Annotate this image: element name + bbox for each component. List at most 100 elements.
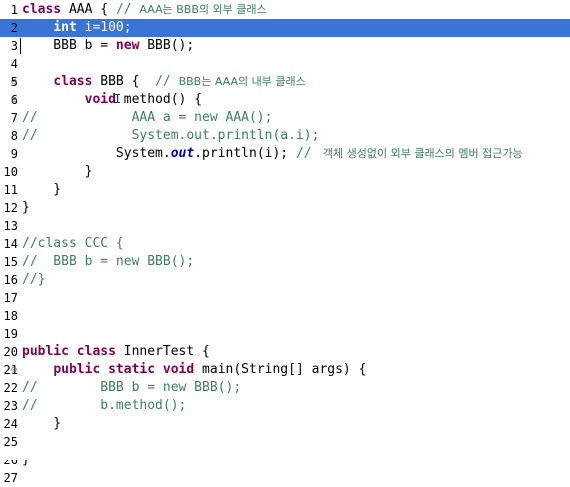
code-text: } bbox=[22, 163, 93, 181]
code-token: } bbox=[22, 416, 62, 431]
code-token: InnerTest { bbox=[115, 344, 210, 359]
code-text: int i=100; bbox=[22, 19, 132, 37]
code-token: BBB(); bbox=[139, 38, 195, 53]
code-line[interactable]: 7// AAA a = new AAA(); bbox=[0, 109, 570, 127]
code-token: // System.out.println(a.i); bbox=[22, 128, 320, 143]
code-line[interactable]: 21⊖ public static void main(String[] arg… bbox=[0, 361, 570, 379]
fold-toggle-icon[interactable]: ⊖ bbox=[10, 77, 18, 86]
code-token: static bbox=[108, 362, 156, 377]
line-number: 5 bbox=[10, 75, 18, 89]
code-token: System. bbox=[22, 146, 171, 161]
code-token: //} bbox=[22, 272, 46, 287]
code-token bbox=[22, 20, 53, 35]
line-number: 3 bbox=[10, 39, 18, 53]
code-token: //class CCC { bbox=[22, 236, 124, 251]
code-token: public bbox=[22, 344, 69, 359]
code-token: BBB b = bbox=[22, 38, 116, 53]
code-token: public bbox=[53, 362, 101, 377]
code-text: void method() { bbox=[22, 91, 202, 109]
code-token: } bbox=[22, 200, 30, 215]
code-line[interactable]: 15// BBB b = new BBB(); bbox=[0, 253, 570, 271]
code-token: int bbox=[53, 20, 77, 35]
code-line[interactable]: 6⊖ void method() {I bbox=[0, 91, 570, 109]
line-number: 6 bbox=[10, 93, 18, 107]
code-line[interactable]: 22 // BBB b = new BBB(); bbox=[0, 379, 570, 397]
code-token: 객체 생성없이 외부 클래스의 멤버 접근가능 bbox=[319, 147, 523, 160]
code-token: .println(i); bbox=[194, 146, 296, 161]
code-line[interactable]: 18 bbox=[0, 307, 570, 325]
code-line[interactable]: 20 public class InnerTest { bbox=[0, 343, 570, 361]
code-line[interactable]: 2 int i=100; bbox=[0, 19, 570, 37]
code-line[interactable]: 13 bbox=[0, 217, 570, 235]
code-line[interactable]: 19 bbox=[0, 325, 570, 343]
code-token bbox=[100, 362, 108, 377]
code-text: // AAA a = new AAA(); bbox=[22, 109, 272, 127]
code-text: class BBB { // BBB는 AAA의 내부 클래스 bbox=[22, 73, 306, 91]
code-line[interactable]: 5⊖ class BBB { // BBB는 AAA의 내부 클래스 bbox=[0, 73, 570, 91]
code-text: // BBB b = new BBB(); bbox=[22, 253, 194, 271]
code-token: // bbox=[295, 146, 320, 161]
code-text: } bbox=[22, 415, 61, 433]
code-token: // BBB b = new BBB(); bbox=[22, 254, 195, 269]
code-text: class AAA { // AAA는 BBB의 외부 클래스 bbox=[22, 1, 267, 19]
code-text: } bbox=[22, 181, 61, 199]
code-token: class bbox=[53, 74, 93, 89]
code-token: i= bbox=[76, 20, 101, 35]
code-line[interactable]: 17 bbox=[0, 289, 570, 307]
code-line[interactable]: 23// b.method(); bbox=[0, 397, 570, 415]
fold-toggle-icon[interactable]: ⊖ bbox=[10, 95, 18, 104]
line-number: 22 bbox=[3, 381, 18, 395]
line-number: 8 bbox=[10, 129, 18, 143]
code-token: method() { bbox=[115, 92, 203, 107]
code-text: System.out.println(i); // 객체 생성없이 외부 클래스… bbox=[22, 145, 523, 163]
line-number: 19 bbox=[3, 327, 18, 341]
code-text: //class CCC { bbox=[22, 235, 124, 253]
code-token: // bbox=[115, 2, 140, 17]
code-line[interactable]: 24 } bbox=[0, 415, 570, 433]
code-token: ; bbox=[123, 20, 132, 35]
code-line[interactable]: 14 //class CCC { bbox=[0, 235, 570, 253]
line-number: 14 bbox=[3, 237, 18, 251]
code-text: public static void main(String[] args) { bbox=[22, 361, 366, 379]
line-number: 24 bbox=[3, 417, 18, 431]
code-token: } bbox=[22, 164, 93, 179]
code-token: main(String[] args) { bbox=[194, 362, 367, 377]
code-token: BBB는 AAA의 내부 클래스 bbox=[178, 75, 306, 88]
code-line[interactable]: 16//} bbox=[0, 271, 570, 289]
code-line[interactable]: 8 // System.out.println(a.i); bbox=[0, 127, 570, 145]
code-token: // bbox=[155, 74, 179, 89]
code-line[interactable]: 27 bbox=[0, 469, 570, 487]
code-line[interactable]: 10 } bbox=[0, 163, 570, 181]
line-number: 21 bbox=[3, 363, 18, 377]
code-line[interactable]: 3 BBB b = new BBB(); bbox=[0, 37, 570, 55]
code-text: // System.out.println(a.i); bbox=[22, 127, 319, 145]
code-text: // BBB b = new BBB(); bbox=[22, 379, 241, 397]
code-line[interactable]: 9 System.out.println(i); // 객체 생성없이 외부 클… bbox=[0, 145, 570, 163]
code-line[interactable]: 25 bbox=[0, 433, 570, 451]
code-line[interactable]: 4 bbox=[0, 55, 570, 73]
line-number: 10 bbox=[3, 165, 18, 179]
code-token: // b.method(); bbox=[22, 398, 187, 413]
code-token bbox=[69, 344, 77, 359]
code-text: public class InnerTest { bbox=[22, 343, 210, 361]
code-token: } bbox=[22, 182, 62, 197]
code-token: // BBB b = new BBB(); bbox=[22, 380, 242, 395]
code-line[interactable]: 12} bbox=[0, 199, 570, 217]
code-token: AAA { bbox=[61, 2, 116, 17]
line-number: 13 bbox=[3, 219, 18, 233]
line-number: 4 bbox=[10, 57, 18, 71]
code-token: new bbox=[115, 38, 140, 53]
editor-bottom-edge bbox=[0, 452, 570, 460]
code-token: out bbox=[170, 146, 195, 161]
line-number: 20 bbox=[3, 345, 18, 359]
code-token bbox=[155, 362, 163, 377]
code-text: } bbox=[22, 199, 30, 217]
mouse-ibeam-cursor-icon: I bbox=[114, 92, 122, 106]
line-number: 25 bbox=[3, 435, 18, 449]
code-line[interactable]: 11 } bbox=[0, 181, 570, 199]
code-token: BBB { bbox=[92, 74, 156, 89]
fold-toggle-icon[interactable]: ⊖ bbox=[10, 365, 18, 374]
line-number: 9 bbox=[10, 147, 18, 161]
